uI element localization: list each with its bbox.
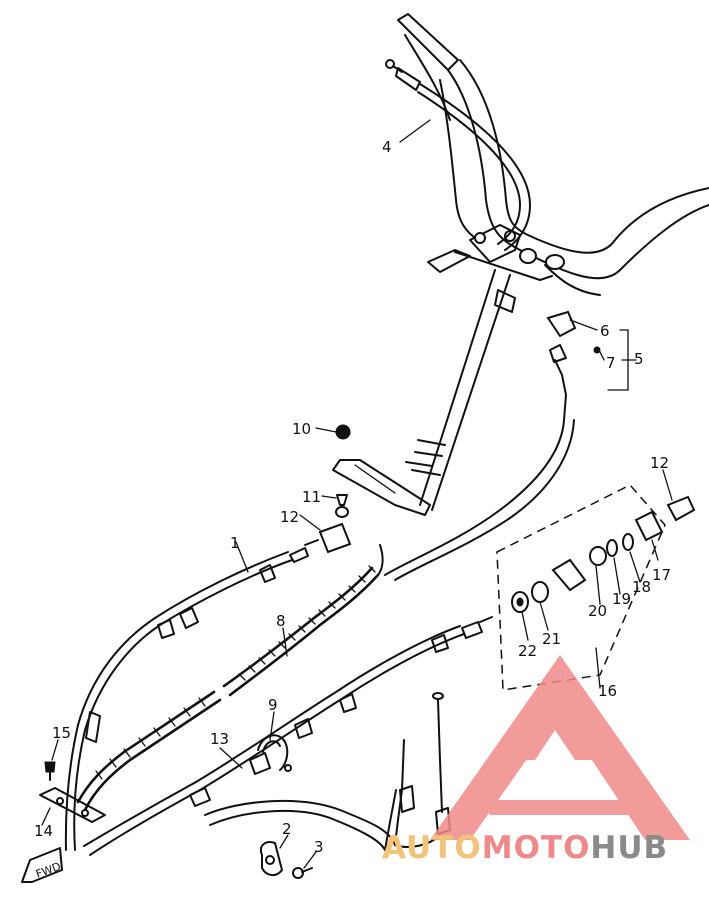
callout-11: 11 xyxy=(302,488,321,506)
watermark-word-3: HUB xyxy=(590,830,668,866)
clamp-2 xyxy=(260,841,313,879)
exploded-parts-box xyxy=(496,484,696,691)
callout-15: 15 xyxy=(52,724,71,742)
fwd-arrow: FWD xyxy=(21,847,63,883)
cable-1 xyxy=(64,539,319,851)
callout-18: 18 xyxy=(632,578,651,596)
leader-lines xyxy=(41,119,673,869)
callout-2: 2 xyxy=(282,820,292,838)
callout-12-right: 12 xyxy=(650,454,669,472)
callout-13: 13 xyxy=(210,730,229,748)
watermark-word-1: AUTO xyxy=(382,830,482,866)
callout-17: 17 xyxy=(652,566,671,584)
choke-knob-assembly xyxy=(384,310,601,581)
callout-8: 8 xyxy=(276,612,286,630)
callout-14: 14 xyxy=(34,822,53,840)
callout-10: 10 xyxy=(292,420,311,438)
callout-numbers: 4 6 7 5 10 11 12 12 1 8 9 13 15 14 2 3 2… xyxy=(34,138,671,856)
callout-4: 4 xyxy=(382,138,392,156)
callout-16: 16 xyxy=(598,682,617,700)
callout-6: 6 xyxy=(600,322,610,340)
handlebar xyxy=(397,13,709,296)
throttle-cable xyxy=(385,59,531,251)
callout-7: 7 xyxy=(606,354,616,372)
callout-20: 20 xyxy=(588,602,607,620)
callout-9: 9 xyxy=(268,696,278,714)
spiral-cable-8 xyxy=(76,544,384,812)
clip-9 xyxy=(257,734,292,772)
callout-12-left: 12 xyxy=(280,508,299,526)
bracket-14 xyxy=(39,761,106,823)
callout-1: 1 xyxy=(230,534,240,552)
watermark-text: AUTOMOTOHUB xyxy=(382,830,668,866)
svg-text:AUTOMOTOHUB: AUTOMOTOHUB xyxy=(382,830,668,866)
callout-21: 21 xyxy=(542,630,561,648)
watermark-logo xyxy=(430,655,690,840)
small-parts xyxy=(318,424,352,554)
steering-column xyxy=(332,269,516,516)
callout-3: 3 xyxy=(314,838,324,856)
callout-5: 5 xyxy=(634,350,644,368)
callout-19: 19 xyxy=(612,590,631,608)
lower-cable-linkage xyxy=(204,692,451,851)
callout-22: 22 xyxy=(518,642,537,660)
watermark-word-2: MOTO xyxy=(482,830,591,866)
cable-13 xyxy=(83,616,493,856)
fwd-label: FWD xyxy=(34,860,63,881)
